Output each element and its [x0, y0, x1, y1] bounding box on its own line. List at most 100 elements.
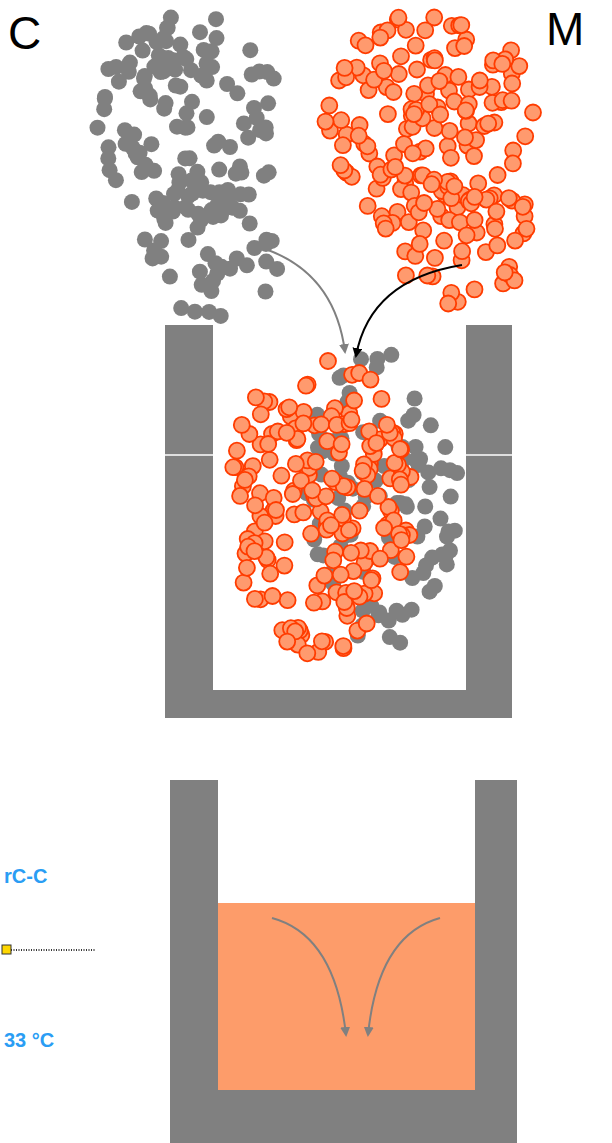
particle [228, 166, 244, 182]
particle [456, 38, 472, 54]
particle [335, 638, 351, 654]
particle [432, 107, 448, 123]
particle [295, 415, 311, 431]
particle [303, 526, 319, 542]
particle [394, 607, 410, 623]
particle [341, 522, 357, 538]
particle [201, 304, 217, 320]
particle [168, 78, 184, 94]
particle [187, 304, 203, 320]
particle [386, 84, 402, 100]
particle [387, 159, 403, 175]
particle [236, 575, 252, 591]
particle [260, 436, 276, 452]
particle [504, 93, 520, 109]
particle [145, 250, 161, 266]
particle [525, 105, 541, 121]
particle [158, 215, 174, 231]
particle [374, 391, 390, 407]
particle [277, 534, 293, 550]
particle [407, 391, 423, 407]
particle [258, 254, 274, 270]
particle [108, 172, 124, 188]
particle [393, 48, 409, 64]
particle [344, 412, 360, 428]
particle [497, 264, 513, 280]
component-label: M [546, 6, 584, 52]
particle [295, 504, 311, 520]
particle [247, 591, 263, 607]
particle [517, 128, 533, 144]
scale-symbol [2, 945, 11, 954]
particle [206, 138, 222, 154]
particle [489, 237, 505, 253]
particle [507, 233, 523, 249]
particle [177, 120, 193, 136]
particle [319, 433, 335, 449]
particle [209, 30, 225, 46]
particle [442, 123, 458, 139]
particle [306, 595, 322, 611]
particle [379, 417, 395, 433]
particle [453, 17, 469, 33]
particle [381, 613, 397, 629]
particle [372, 30, 388, 46]
particle [440, 296, 456, 312]
particle [398, 549, 414, 565]
particle [239, 560, 255, 576]
particle [501, 190, 517, 206]
particle [450, 69, 466, 85]
particle [153, 233, 169, 249]
particle [457, 129, 473, 145]
particle [219, 76, 235, 92]
particle [355, 463, 371, 479]
particle [368, 435, 384, 451]
particle [417, 22, 433, 38]
particle [431, 73, 447, 89]
particle [333, 157, 349, 173]
particle [383, 347, 399, 363]
temperature-label: 33 °C [4, 1030, 54, 1050]
particle [132, 145, 148, 161]
particle [321, 98, 337, 114]
particle [504, 76, 520, 92]
crucible [170, 780, 517, 1143]
particle [222, 261, 238, 277]
particle [246, 240, 262, 256]
particle [324, 471, 340, 487]
particle [251, 64, 267, 80]
particle [325, 552, 341, 568]
particle [487, 221, 503, 237]
particle [443, 150, 459, 166]
particle [240, 130, 256, 146]
flow-arrow [272, 918, 346, 1035]
particle [412, 236, 428, 252]
particle [316, 568, 332, 584]
particle [178, 199, 194, 215]
crucible [165, 325, 512, 718]
particle [237, 472, 253, 488]
particle [158, 33, 174, 49]
particle [454, 243, 470, 259]
particle [427, 250, 443, 266]
particle [458, 103, 474, 119]
particle [257, 515, 273, 531]
particle [335, 137, 351, 153]
particle [304, 482, 320, 498]
particle [253, 406, 269, 422]
particle [422, 479, 438, 495]
particle [370, 488, 386, 504]
particle [299, 645, 315, 661]
particle [124, 194, 140, 210]
particle [392, 564, 408, 580]
particle [258, 125, 274, 141]
particle [194, 277, 210, 293]
particle [480, 116, 496, 132]
particle [467, 212, 483, 228]
particle [422, 584, 438, 600]
particle [183, 62, 199, 78]
particle [266, 71, 282, 87]
flow-arrow [368, 918, 440, 1035]
particle [232, 203, 248, 219]
particle [346, 583, 362, 599]
